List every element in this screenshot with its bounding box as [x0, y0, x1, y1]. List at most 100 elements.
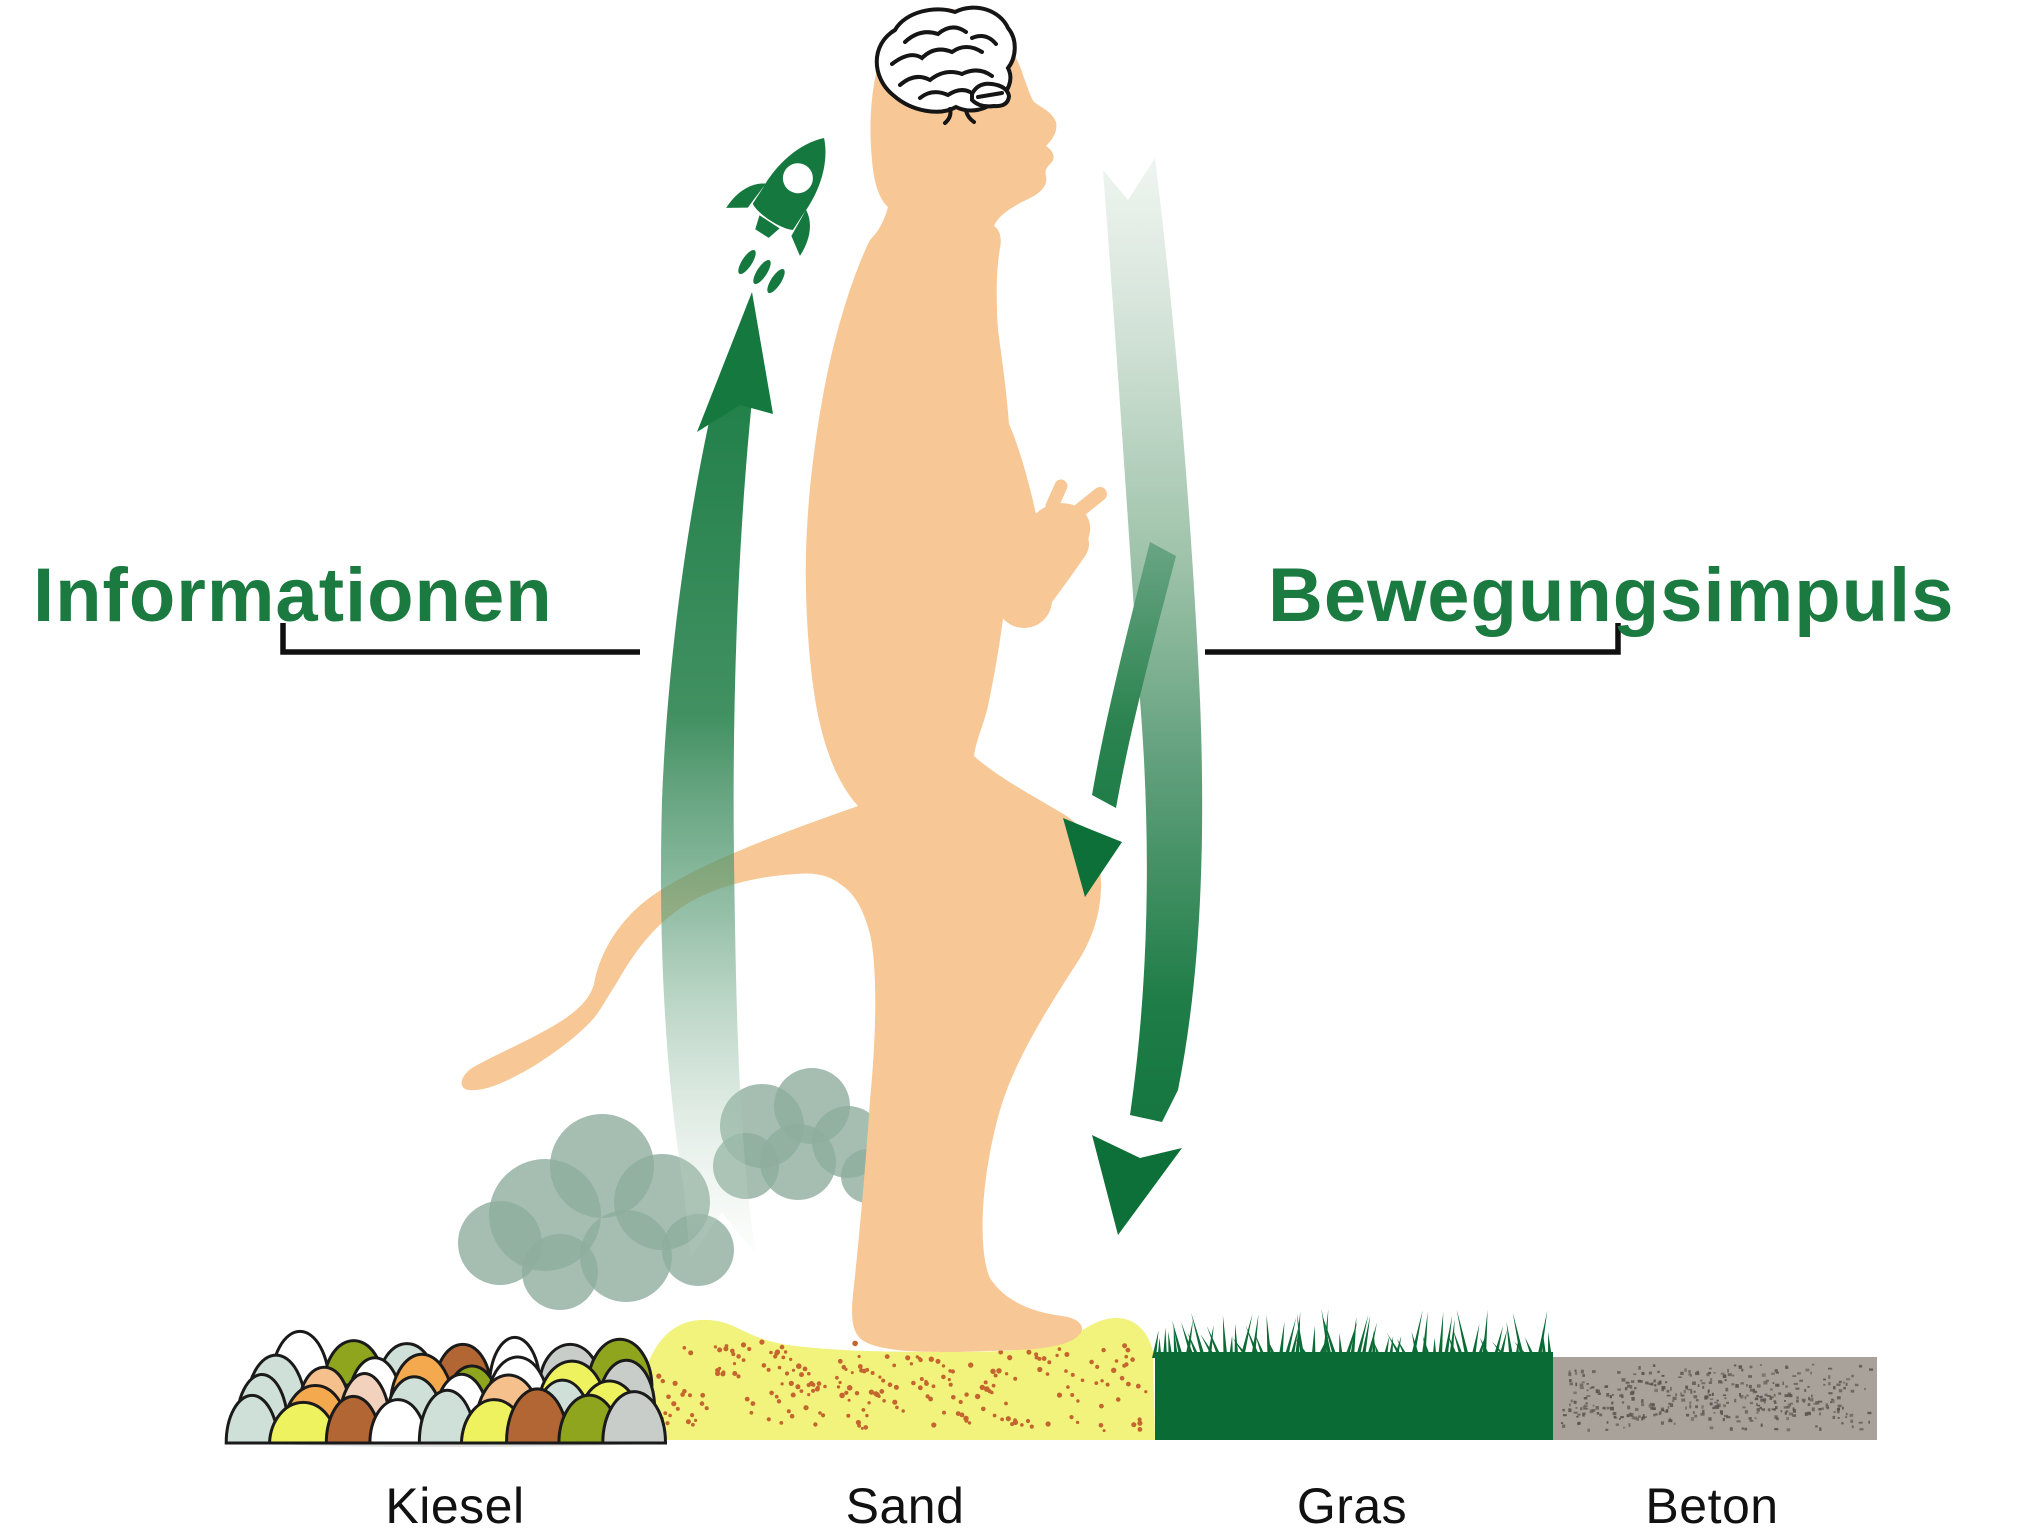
concrete-speckle: [1732, 1374, 1735, 1377]
sand-dot: [882, 1399, 886, 1403]
concrete-speckle: [1735, 1415, 1739, 1419]
sand-dot: [736, 1374, 741, 1379]
grass-blade: [1157, 1337, 1162, 1358]
sand-dot: [865, 1413, 869, 1418]
sand-dot: [884, 1354, 890, 1359]
sand-dot: [1045, 1372, 1050, 1376]
grass-blade: [1479, 1337, 1492, 1358]
concrete-speckle: [1604, 1385, 1609, 1388]
runner-thumb: [1045, 479, 1068, 513]
sand-dot: [990, 1368, 996, 1375]
concrete-speckle: [1706, 1373, 1710, 1377]
ground-strip: [224, 1308, 1877, 1447]
sand-dot: [1144, 1390, 1148, 1394]
concrete-speckle: [1826, 1406, 1830, 1410]
concrete-speckle: [1775, 1406, 1778, 1410]
sand-dot: [717, 1347, 723, 1353]
sand-dot: [919, 1377, 924, 1381]
sand-dot: [1055, 1353, 1059, 1358]
concrete-speckle: [1833, 1411, 1836, 1413]
concrete-speckle: [1795, 1387, 1800, 1390]
concrete-speckle: [1581, 1381, 1585, 1384]
concrete-speckle: [1693, 1390, 1696, 1393]
grass-blade: [1173, 1326, 1178, 1358]
concrete-speckle: [1818, 1400, 1823, 1403]
sand-dot: [769, 1390, 774, 1396]
grass-blade: [1294, 1337, 1310, 1358]
concrete-speckle: [1841, 1422, 1844, 1425]
concrete-speckle: [1633, 1416, 1638, 1420]
sand-dot: [1137, 1420, 1143, 1426]
concrete-speckle: [1672, 1400, 1675, 1402]
sand-dot: [779, 1421, 784, 1425]
sand-dot: [917, 1385, 923, 1391]
sand-dot: [850, 1371, 854, 1375]
grass-blade: [1387, 1333, 1404, 1358]
concrete-speckle: [1562, 1424, 1566, 1428]
sand-dot: [688, 1393, 692, 1398]
grass-blade: [1443, 1315, 1453, 1358]
sand-dot: [1131, 1422, 1137, 1428]
concrete-speckle: [1797, 1372, 1801, 1375]
concrete-speckle: [1759, 1364, 1762, 1366]
concrete-speckle: [1695, 1399, 1699, 1402]
sand-dot: [766, 1367, 771, 1372]
sand-dot: [948, 1382, 953, 1387]
concrete-speckle: [1615, 1423, 1619, 1426]
concrete-speckle: [1845, 1416, 1848, 1418]
concrete-speckle: [1579, 1383, 1584, 1387]
sand-dot: [1089, 1359, 1094, 1365]
sand-dot: [837, 1358, 843, 1364]
concrete-speckle: [1573, 1391, 1577, 1395]
sand-dot: [699, 1401, 705, 1406]
concrete-speckle: [1568, 1372, 1572, 1377]
sand-dot: [807, 1371, 811, 1376]
concrete-speckle: [1776, 1371, 1779, 1374]
sand-dot: [860, 1426, 864, 1430]
sand-dot: [774, 1394, 779, 1399]
up-arrow-ribbon: [660, 382, 756, 1258]
concrete-speckle: [1869, 1368, 1874, 1371]
sand-dot: [1100, 1379, 1104, 1383]
concrete-speckle: [1690, 1417, 1694, 1421]
grass-blade: [1388, 1336, 1394, 1358]
concrete-speckle: [1843, 1386, 1846, 1390]
sand-section: [640, 1317, 1155, 1440]
concrete-speckle: [1760, 1423, 1763, 1427]
sand-dot: [685, 1419, 691, 1425]
grass-blade: [1317, 1334, 1330, 1358]
concrete-speckle: [1757, 1404, 1761, 1407]
concrete-speckle: [1740, 1382, 1745, 1385]
brain-stem: [964, 109, 976, 124]
concrete-speckle: [1629, 1385, 1633, 1389]
rocket-exhaust: [738, 249, 756, 275]
sand-dot: [1102, 1429, 1106, 1433]
concrete-speckle: [1624, 1387, 1628, 1391]
sand-dot: [732, 1371, 738, 1376]
sand-dot: [766, 1417, 771, 1422]
concrete-speckle: [1640, 1380, 1643, 1383]
sand-dot: [1020, 1423, 1024, 1427]
sand-dot: [1126, 1381, 1131, 1387]
down-arrow-head-short: [1063, 818, 1122, 897]
sand-dot: [761, 1363, 767, 1368]
concrete-speckle: [1652, 1407, 1656, 1410]
concrete-speckle: [1587, 1428, 1590, 1432]
sand-dot: [987, 1389, 992, 1394]
concrete-speckle: [1838, 1389, 1843, 1393]
concrete-speckle: [1692, 1411, 1695, 1414]
concrete-speckle: [1635, 1407, 1639, 1411]
concrete-speckle: [1836, 1383, 1841, 1386]
sand-dot: [905, 1355, 911, 1361]
concrete-speckle: [1577, 1413, 1581, 1416]
concrete-speckle: [1796, 1399, 1799, 1403]
concrete-speckle: [1780, 1410, 1783, 1413]
sand-dot: [996, 1368, 1002, 1374]
sand-dot: [941, 1364, 946, 1368]
concrete-speckle: [1832, 1415, 1836, 1419]
dust-cloud-icon: [458, 1068, 895, 1310]
sand-dot: [723, 1346, 729, 1352]
grass-blade: [1187, 1332, 1200, 1358]
grass-blade: [1168, 1331, 1173, 1358]
concrete-speckle: [1713, 1412, 1716, 1414]
